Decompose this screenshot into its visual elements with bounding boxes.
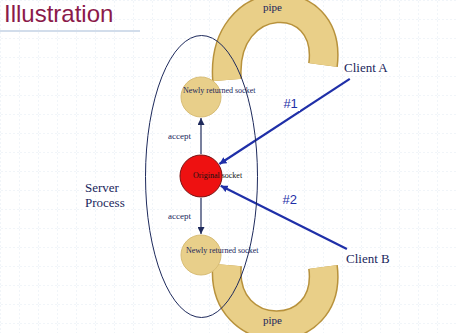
- socket-circle: [177, 235, 223, 277]
- pipe-band: pipe: [205, 0, 345, 85]
- edge-label: #1: [281, 97, 299, 112]
- node-text: Client B: [346, 252, 390, 267]
- pipe-band: pipe: [205, 255, 345, 333]
- connector-arrow: [221, 186, 347, 249]
- socket-node: Newly returned socket: [177, 235, 262, 275]
- edge-label: accept: [166, 131, 193, 141]
- node-text: Client A: [344, 61, 388, 76]
- node-text: Server Process: [85, 181, 141, 211]
- socket-circle: [177, 77, 223, 119]
- node-text: Newly returned socket: [183, 86, 255, 95]
- node-text: Original socket: [193, 171, 242, 180]
- edge-label: #2: [281, 193, 299, 208]
- connector-arrow: [200, 198, 201, 234]
- server-process-region: Server ProcessNewly returned socketOrigi…: [145, 35, 258, 318]
- socket-node: Original socket: [177, 155, 246, 197]
- client-label: Client A: [344, 58, 388, 73]
- slide-title: Illustration: [4, 1, 113, 27]
- node-text: pipe: [263, 314, 282, 327]
- client-label: Client B: [346, 249, 390, 264]
- node-text: pipe: [263, 1, 282, 14]
- connector-arrow: [200, 118, 201, 154]
- node-text: Newly returned socket: [186, 246, 258, 255]
- socket-node: Newly returned socket: [177, 77, 259, 117]
- edge-label: accept: [166, 211, 193, 221]
